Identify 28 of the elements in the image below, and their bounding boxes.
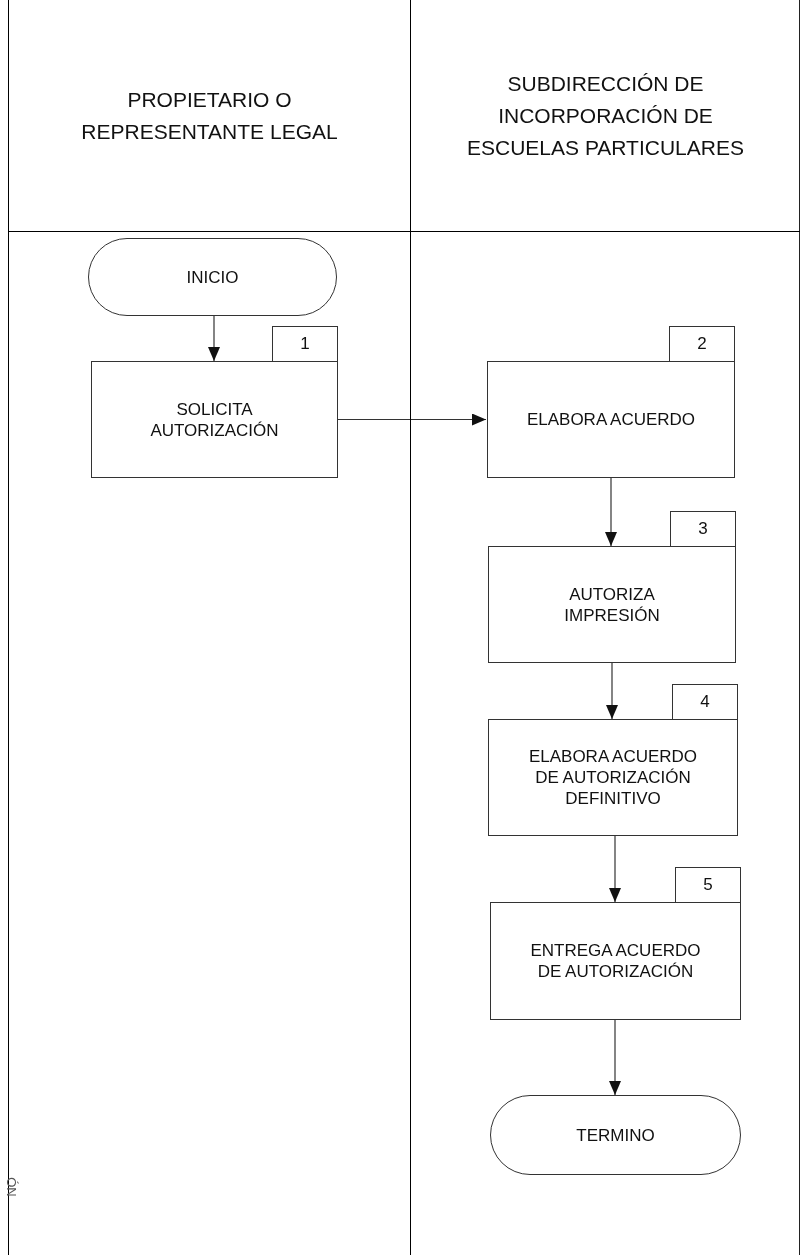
arrow [208,315,220,362]
step-number: 4 [672,684,738,719]
arrow [606,662,618,720]
terminal-label: INICIO [186,266,239,288]
process-box [487,361,735,478]
swimlane [410,0,800,1255]
lane-header: PROPIETARIO O REPRESENTANTE LEGAL [80,86,339,145]
process-label: ELABORA ACUERDO DE AUTORIZACIÓN DEFINITIVO [527,746,699,809]
lane-header: SUBDIRECCIÓN DE INCORPORACIÓN DE ESCUELAS PARTICULARES [466,70,745,161]
process-label: AUTORIZA IMPRESIÓN [563,583,661,626]
swimlane [8,0,410,1255]
margin-text: ÓN [3,1177,18,1197]
process-box [488,546,736,663]
process-label: SOLICITA AUTORIZACIÓN [149,398,280,441]
step-number: 5 [675,867,741,902]
arrow [609,835,621,903]
process-box [490,902,741,1020]
step-number: 1 [272,326,338,361]
step-number: 3 [670,511,736,546]
process-box [488,719,738,836]
process-box [91,361,338,478]
process-label: ENTREGA ACUERDO DE AUTORIZACIÓN [529,940,702,982]
arrow [609,1019,621,1096]
terminal-label: TERMINO [576,1124,655,1146]
arrow [336,413,487,426]
arrow [605,477,617,547]
step-number: 2 [669,326,735,361]
process-label: ELABORA ACUERDO [526,409,696,430]
